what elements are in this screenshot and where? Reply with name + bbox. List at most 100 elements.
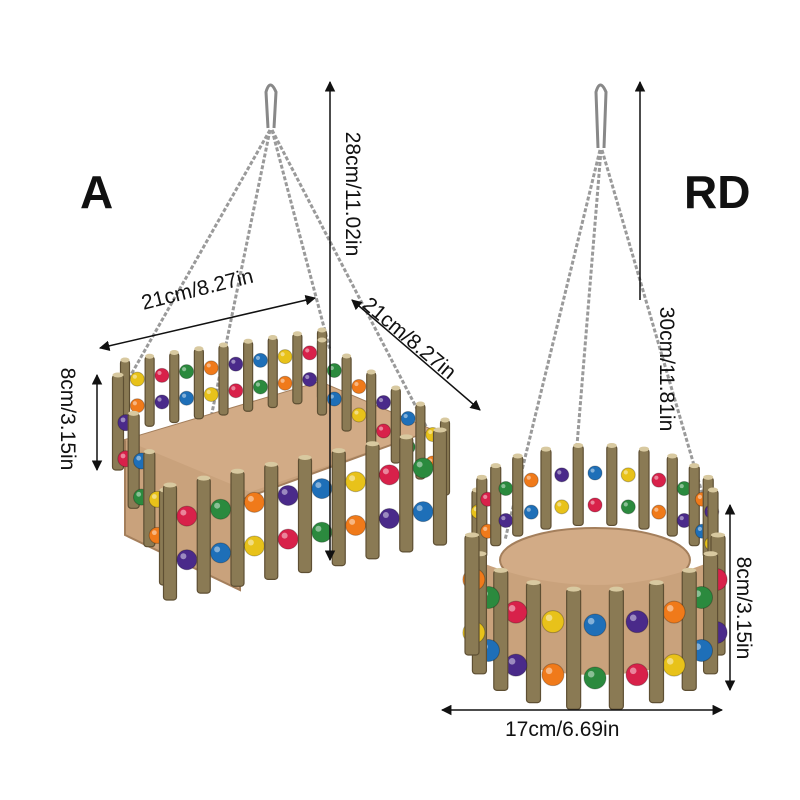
bead-highlight <box>157 370 162 376</box>
fence-post <box>243 340 254 412</box>
post-top <box>163 482 177 488</box>
post-top <box>606 442 617 448</box>
bead-highlight <box>349 475 356 482</box>
bead <box>541 610 565 634</box>
bead-highlight <box>136 455 142 461</box>
bead-highlight <box>623 470 628 475</box>
bead <box>203 360 219 376</box>
bead <box>277 484 299 506</box>
post-top <box>292 331 302 337</box>
post-top <box>194 346 204 352</box>
post-top <box>169 350 179 355</box>
bead-highlight <box>120 417 126 423</box>
bead-highlight <box>501 515 506 521</box>
post-top <box>399 434 413 440</box>
bead <box>554 499 570 515</box>
fence-post <box>292 333 303 405</box>
fence-post <box>566 588 582 710</box>
bead <box>412 501 434 523</box>
post-top <box>219 342 228 348</box>
bead <box>498 481 514 497</box>
fence-post <box>366 371 377 448</box>
bead-highlight <box>305 348 310 353</box>
bead-highlight <box>305 374 310 380</box>
fence-post <box>331 450 346 567</box>
bead <box>625 663 649 687</box>
fence-rd <box>462 442 728 710</box>
bead-highlight <box>247 539 254 546</box>
post-top <box>366 441 379 447</box>
fence-post <box>365 443 380 560</box>
bead-highlight <box>157 397 162 402</box>
bead <box>129 371 145 387</box>
bead-highlight <box>280 378 285 383</box>
fence-post <box>193 348 204 420</box>
bead-highlight <box>206 363 211 368</box>
post-top <box>391 385 401 391</box>
bead-highlight <box>382 512 389 519</box>
variant-rd-perch <box>462 83 728 710</box>
fence-post <box>316 339 328 416</box>
bead <box>277 528 299 550</box>
bead-highlight <box>666 657 674 665</box>
bead <box>210 498 232 520</box>
fence-post <box>390 387 401 464</box>
bead <box>583 666 607 690</box>
bead <box>210 542 232 564</box>
post-top <box>120 357 130 363</box>
bead-highlight <box>629 667 637 675</box>
post-top <box>708 487 718 493</box>
post-top <box>703 474 714 480</box>
bead <box>378 464 400 486</box>
post-top <box>415 401 425 407</box>
post-top <box>112 372 124 378</box>
post-top <box>493 567 508 573</box>
post-top <box>703 551 718 557</box>
bead-highlight <box>590 468 595 473</box>
post-top <box>342 353 352 359</box>
bead-highlight <box>378 426 384 431</box>
bead-highlight <box>416 505 423 512</box>
fence-post <box>525 582 542 704</box>
bead <box>243 535 265 557</box>
bead <box>376 423 391 439</box>
fence-post <box>162 484 178 601</box>
dimension-lines <box>91 80 736 716</box>
hook-icon <box>594 83 608 149</box>
hook-icon <box>264 83 278 129</box>
bead-highlight <box>281 532 288 539</box>
post-top <box>268 335 278 340</box>
bead <box>228 356 244 372</box>
bead-highlight <box>654 507 659 512</box>
bead-highlight <box>354 381 359 387</box>
bead-highlight <box>120 453 126 459</box>
post-top <box>433 427 447 433</box>
fence-post <box>144 355 155 427</box>
post-top <box>476 474 487 480</box>
bead <box>243 491 265 513</box>
bead <box>662 600 686 624</box>
bead-highlight <box>629 614 637 622</box>
bead-highlight <box>206 389 211 395</box>
rd-height-label: 30cm/11.81in <box>655 306 678 432</box>
bead-highlight <box>281 488 288 495</box>
fence-post <box>432 429 448 546</box>
fence-post <box>297 456 313 574</box>
bead-highlight <box>403 413 408 419</box>
bead <box>651 472 667 488</box>
post-top <box>512 453 523 459</box>
post-top <box>231 468 244 474</box>
bead <box>662 653 686 677</box>
fence-post <box>196 477 211 594</box>
fence-post <box>572 444 584 527</box>
bead <box>523 504 539 520</box>
post-top <box>566 586 581 592</box>
fence-post <box>267 336 278 409</box>
bead <box>651 504 667 520</box>
post-top <box>366 369 376 375</box>
bead-highlight <box>151 530 157 536</box>
post-top <box>711 532 725 538</box>
variant-a-perch <box>111 83 451 601</box>
bead-highlight <box>382 468 389 475</box>
bead-highlight <box>654 475 659 480</box>
